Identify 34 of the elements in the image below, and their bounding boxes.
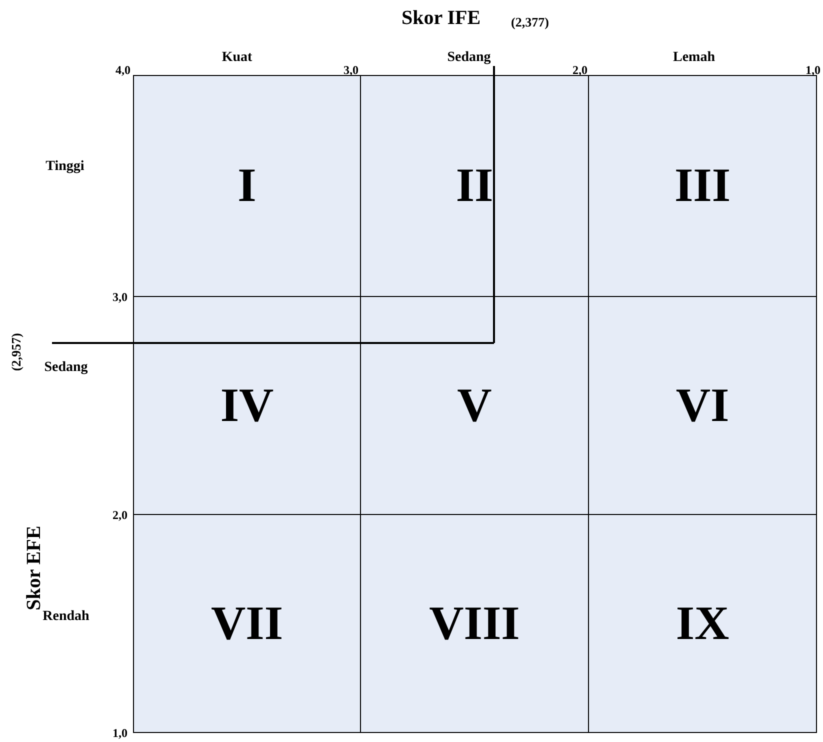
tick-label: 2,0 bbox=[572, 64, 588, 76]
score-value: (2,377) bbox=[511, 16, 549, 28]
quadrant-numeral: VI bbox=[676, 382, 730, 430]
matrix-cell bbox=[133, 514, 361, 733]
category-label: Kuat bbox=[222, 51, 252, 65]
tick-label: 1,0 bbox=[806, 64, 820, 76]
quadrant-numeral: VII bbox=[210, 600, 284, 648]
tick-label: 1,0 bbox=[112, 727, 128, 739]
matrix-cell bbox=[588, 296, 817, 515]
matrix-cell bbox=[588, 75, 817, 297]
matrix-cell bbox=[133, 296, 361, 515]
axis-title: Skor IFE bbox=[401, 8, 481, 28]
quadrant-numeral: III bbox=[674, 162, 731, 210]
category-label: Tinggi bbox=[46, 160, 84, 174]
quadrant-numeral: IX bbox=[676, 600, 730, 648]
quadrant-numeral: IV bbox=[220, 382, 274, 430]
quadrant-numeral: V bbox=[457, 382, 492, 430]
matrix-cell bbox=[360, 296, 589, 515]
axis-title: Skor EFE bbox=[24, 526, 44, 610]
score-value: (2,957) bbox=[10, 333, 22, 371]
quadrant-numeral: I bbox=[238, 162, 256, 210]
tick-label: 3,0 bbox=[112, 291, 128, 303]
matrix-cell bbox=[588, 514, 817, 733]
category-label: Sedang bbox=[44, 361, 88, 375]
tick-label: 2,0 bbox=[112, 509, 128, 521]
tick-label: 4,0 bbox=[116, 64, 130, 76]
matrix-cell bbox=[360, 514, 589, 733]
category-label: Rendah bbox=[42, 610, 90, 624]
quadrant-numeral: VIII bbox=[429, 600, 520, 648]
tick-label: 3,0 bbox=[344, 64, 358, 76]
category-label: Lemah bbox=[673, 51, 715, 65]
quadrant-numeral: II bbox=[456, 162, 494, 210]
matrix-cell bbox=[133, 75, 361, 297]
matrix-cell bbox=[360, 75, 589, 297]
